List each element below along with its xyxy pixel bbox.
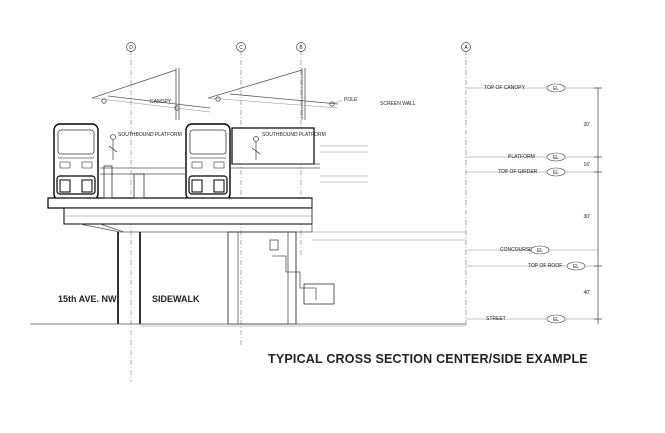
train-right (185, 123, 231, 201)
svg-text:CANOPY: CANOPY (150, 99, 172, 105)
svg-text:EL: EL (553, 317, 559, 323)
street-level: 15th AVE. NW SIDEWALK (30, 232, 466, 327)
svg-text:B: B (299, 45, 303, 51)
street-label: 15th AVE. NW (58, 294, 117, 304)
support-column (227, 231, 466, 325)
svg-text:40': 40' (583, 290, 590, 296)
svg-text:SOUTHBOUND PLATFORM: SOUTHBOUND PLATFORM (262, 132, 326, 138)
grid-marker-d: D (126, 42, 136, 52)
svg-text:EL: EL (553, 170, 559, 176)
sidewalk-label: SIDEWALK (152, 294, 200, 304)
svg-text:A: A (464, 45, 468, 51)
elevation-markers: TOP OF CANOPY EL PLATFORM EL TOP OF GIRD… (466, 83, 598, 324)
train-left (53, 123, 99, 201)
svg-text:TOP OF CANOPY: TOP OF CANOPY (484, 85, 526, 91)
guideway-girder (47, 165, 313, 233)
svg-text:EL: EL (553, 155, 559, 161)
svg-text:STREET: STREET (486, 316, 506, 322)
drawing-title: TYPICAL CROSS SECTION CENTER/SIDE EXAMPL… (268, 352, 588, 366)
svg-text:16': 16' (583, 162, 590, 168)
svg-text:SOUTHBOUND PLATFORM: SOUTHBOUND PLATFORM (118, 132, 182, 138)
svg-text:EL: EL (553, 86, 559, 92)
svg-text:30': 30' (583, 214, 590, 220)
svg-text:EL: EL (573, 264, 579, 270)
dimension-chain: 20' 16' 30' 40' (583, 87, 602, 324)
canopy-right: POLE SCREEN WALL (207, 68, 416, 120)
svg-text:SCREEN WALL: SCREEN WALL (380, 101, 416, 107)
svg-text:POLE: POLE (344, 97, 358, 103)
svg-text:D: D (129, 45, 133, 51)
svg-text:TOP OF ROOF: TOP OF ROOF (528, 263, 562, 269)
grid-marker-c: C (236, 42, 246, 52)
svg-text:EL: EL (537, 248, 543, 254)
svg-text:TOP OF GIRDER: TOP OF GIRDER (498, 169, 538, 175)
platform-right: SOUTHBOUND PLATFORM (231, 127, 326, 165)
canopy-left: CANOPY (91, 68, 211, 120)
svg-text:C: C (239, 45, 243, 51)
svg-text:PLATFORM: PLATFORM (508, 154, 535, 160)
svg-text:20': 20' (583, 122, 590, 128)
grid-marker-a: A (461, 42, 471, 52)
grid-marker-b: B (296, 42, 306, 52)
svg-text:CONCOURSE: CONCOURSE (500, 247, 533, 253)
platform-left: SOUTHBOUND PLATFORM (108, 132, 182, 160)
